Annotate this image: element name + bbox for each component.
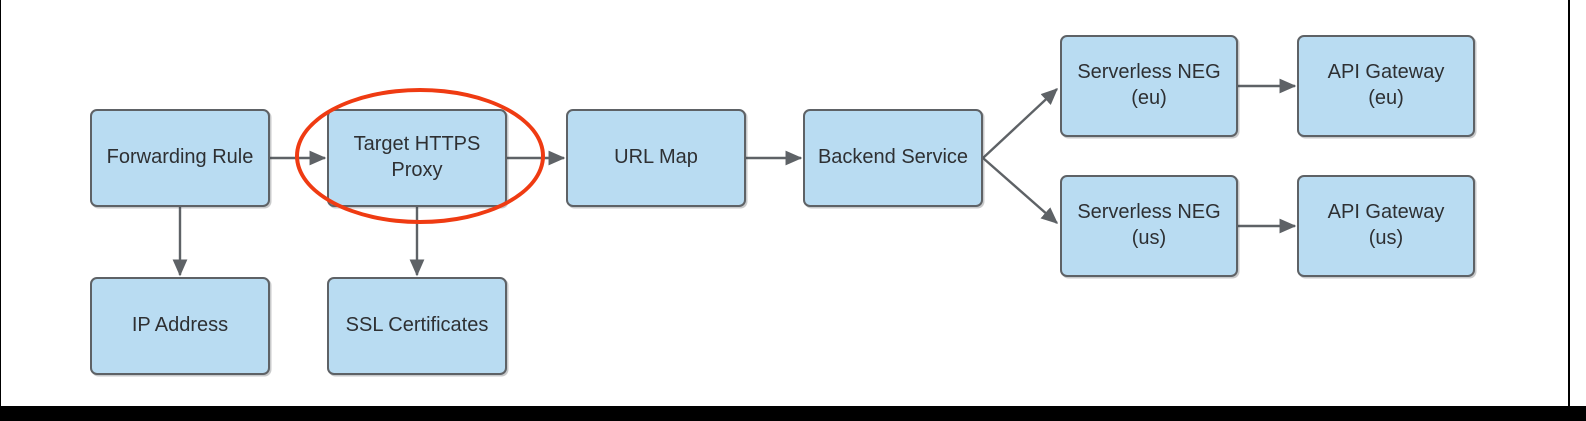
- node-api-gateway-eu[interactable]: API Gateway(eu): [1297, 35, 1475, 137]
- node-label: Backend Service: [817, 146, 969, 169]
- node-backend-service[interactable]: Backend Service: [803, 109, 983, 207]
- page-frame-right: [1568, 0, 1570, 406]
- node-label: URL Map: [614, 146, 698, 169]
- node-label: SSL Certificates: [345, 314, 489, 337]
- node-label: API Gateway(us): [1327, 201, 1445, 249]
- node-label: API Gateway(eu): [1327, 61, 1445, 109]
- node-label: Serverless NEG(us): [1077, 201, 1221, 249]
- node-serverless-neg-us[interactable]: Serverless NEG(us): [1060, 175, 1238, 277]
- node-api-gateway-us[interactable]: API Gateway(us): [1297, 175, 1475, 277]
- node-url-map[interactable]: URL Map: [566, 109, 746, 207]
- node-label: IP Address: [131, 314, 229, 337]
- page-frame-bottom: [0, 406, 1586, 421]
- node-ip-address[interactable]: IP Address: [90, 277, 270, 375]
- node-forwarding-rule[interactable]: Forwarding Rule: [90, 109, 270, 207]
- page-frame-left: [0, 0, 1, 406]
- node-label: Forwarding Rule: [106, 146, 254, 169]
- node-ssl-certificates[interactable]: SSL Certificates: [327, 277, 507, 375]
- node-serverless-neg-eu[interactable]: Serverless NEG(eu): [1060, 35, 1238, 137]
- node-label: Serverless NEG(eu): [1077, 61, 1221, 109]
